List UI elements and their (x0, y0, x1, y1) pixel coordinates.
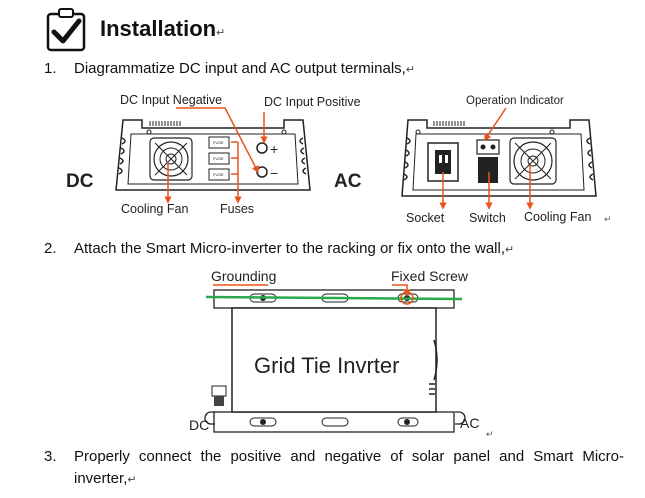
callout-dc-input-negative: DC Input Negative (120, 93, 222, 107)
callout-ac-cooling-fan: Cooling Fan (524, 210, 591, 224)
ac-right-fins (586, 137, 594, 181)
step-number: 1. (44, 60, 57, 77)
top-flange (213, 289, 455, 309)
ac-left-fins (403, 137, 411, 181)
ac-end-label: AC (460, 415, 479, 431)
minus-sign: − (270, 165, 278, 181)
step-number: 2. (44, 240, 57, 257)
callout-grounding: Grounding (211, 268, 276, 284)
right-cooling-fins (299, 137, 307, 175)
section-header: Installation↵ (46, 6, 645, 52)
checklist-clipboard-icon (46, 8, 86, 52)
paragraph-mark: ↵ (604, 214, 612, 224)
left-cooling-fins (118, 137, 126, 175)
power-switch (476, 139, 500, 183)
bottom-flange (213, 411, 455, 433)
fuse-holders: FUSE FUSE FUSE (208, 136, 242, 204)
grounding-line (205, 295, 463, 301)
fuse-label: FUSE (213, 140, 224, 145)
callout-switch: Switch (469, 211, 506, 225)
dc-negative-leader (176, 107, 259, 174)
step-1: 1. Diagrammatize DC input and AC output … (44, 58, 604, 80)
paragraph-mark: ↵ (405, 64, 416, 76)
paragraph-mark: ↵ (505, 244, 515, 256)
fuse-label: FUSE (213, 172, 224, 177)
page-title: Installation↵ (100, 16, 226, 41)
callout-socket: Socket (406, 211, 445, 225)
callout-fixed-screw: Fixed Screw (391, 268, 469, 284)
indicator-leader (483, 107, 507, 142)
fuse-label: FUSE (213, 156, 224, 161)
step-number: 3. (44, 448, 57, 465)
callout-operation-indicator: Operation Indicator (466, 95, 564, 107)
dc-side-label: DC (66, 171, 94, 192)
cooling-fan-icon (149, 137, 193, 181)
ac-end-view: Operation Indicator Socket Switch Coolin… (334, 95, 612, 225)
ac-top-vent (433, 121, 465, 126)
step-text: Properly connect the positive and negati… (74, 448, 624, 487)
screw-leader (392, 284, 411, 297)
dc-end-label: DC (189, 417, 209, 433)
top-vent (149, 121, 181, 126)
step-text: Diagrammatize DC input and AC output ter… (74, 60, 416, 77)
ac-socket (427, 142, 459, 182)
mounting-view: Grounding Fixed Screw Grid Tie Invrter D… (189, 268, 494, 439)
ac-cooling-fan-icon (509, 137, 557, 185)
callout-dc-input-positive: DC Input Positive (264, 95, 361, 109)
dc-end-view: FUSE FUSE FUSE + − DC Input Negative DC … (66, 93, 361, 216)
step-text: Attach the Smart Micro-inverter to the r… (74, 240, 515, 257)
paragraph-mark: ↵ (216, 27, 226, 39)
dc-terminals: + − (256, 141, 278, 181)
callout-fuses: Fuses (220, 202, 254, 216)
device-label: Grid Tie Invrter (254, 353, 399, 378)
step-3: 3. Properly connect the positive and neg… (44, 446, 624, 494)
ac-side-label: AC (334, 171, 362, 192)
callout-cooling-fan: Cooling Fan (121, 202, 188, 216)
step-2: 2. Attach the Smart Micro-inverter to th… (44, 238, 604, 260)
paragraph-mark: ↵ (486, 429, 494, 439)
paragraph-mark: ↵ (127, 474, 137, 486)
plus-sign: + (270, 141, 278, 157)
inverter-body (231, 307, 437, 413)
